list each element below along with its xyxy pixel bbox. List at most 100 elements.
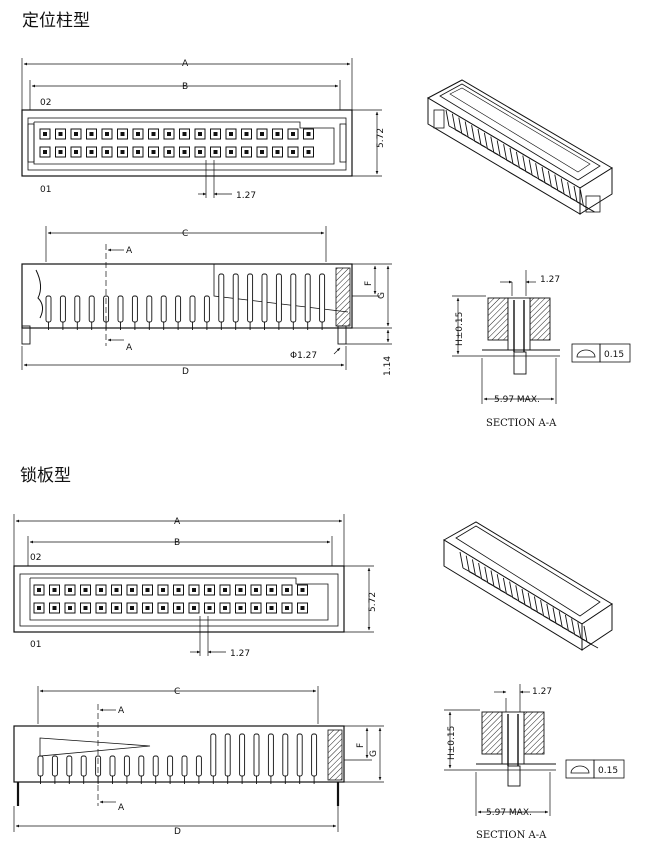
height-dim-label: 5.72 bbox=[376, 128, 386, 148]
iso-contact bbox=[471, 125, 476, 142]
side-contact bbox=[282, 733, 289, 777]
side-contact bbox=[319, 273, 326, 323]
iso-contact bbox=[583, 625, 588, 643]
section-pitch-label: 1.27 bbox=[540, 275, 560, 285]
iso-contact bbox=[445, 109, 450, 127]
post-type-top-view: A B 02 01 5.72 1.27 bbox=[21, 58, 386, 201]
pin-02-label: 02 bbox=[40, 98, 51, 108]
contact-pin-core bbox=[58, 150, 63, 154]
side-contact bbox=[239, 733, 246, 777]
pitch-dim-label: 1.27 bbox=[230, 649, 250, 659]
iso-contact bbox=[573, 185, 578, 203]
iso-contact bbox=[502, 577, 507, 594]
side-contact bbox=[175, 295, 182, 323]
side-contact bbox=[146, 295, 153, 323]
contact-pin-core bbox=[105, 132, 109, 136]
iso-contact bbox=[464, 121, 469, 138]
iso-contact bbox=[477, 128, 482, 146]
contact-pin-core bbox=[244, 132, 249, 136]
housing-outline bbox=[13, 565, 345, 633]
pin-01-label: 01 bbox=[30, 640, 41, 650]
contact-pin-grid bbox=[39, 128, 314, 158]
contact-pin-core bbox=[285, 588, 289, 592]
section-width-label: 5.97 MAX. bbox=[494, 395, 540, 405]
cut-a-bottom-label: A bbox=[126, 343, 133, 353]
contact-pin-core bbox=[145, 588, 150, 592]
contact-pin-core bbox=[68, 606, 72, 610]
lock-type-iso-view bbox=[443, 521, 613, 651]
contact-pin-core bbox=[182, 132, 187, 136]
side-contact bbox=[210, 733, 217, 777]
housing-side-outline bbox=[21, 263, 353, 329]
iso-contact bbox=[515, 585, 520, 602]
section-width-label: 5.97 MAX. bbox=[486, 808, 532, 818]
contact-pin-core bbox=[161, 606, 165, 610]
side-contact bbox=[253, 733, 260, 777]
side-contact bbox=[152, 755, 159, 777]
iso-contact bbox=[509, 581, 514, 598]
contact-pin-core bbox=[198, 150, 202, 154]
section-pitch-label: 1.27 bbox=[532, 687, 552, 697]
side-contact bbox=[131, 295, 138, 323]
iso-contact bbox=[509, 147, 514, 165]
locating-post-left bbox=[21, 325, 31, 345]
contact-pin-core bbox=[306, 132, 311, 136]
locating-post-right bbox=[337, 325, 347, 345]
side-contact bbox=[189, 295, 196, 323]
contact-pin-core bbox=[213, 150, 218, 154]
contact-pin-core bbox=[161, 588, 165, 592]
contact-pin-core bbox=[136, 150, 140, 154]
side-contact bbox=[181, 755, 188, 777]
dim-a-label: A bbox=[174, 517, 181, 527]
dim-b-label: B bbox=[174, 538, 180, 548]
contact-pin-core bbox=[120, 132, 125, 136]
pin-01-label: 01 bbox=[40, 185, 51, 195]
section-height-label: H±0.15 bbox=[455, 312, 465, 346]
iso-contact bbox=[547, 170, 552, 187]
contact-pin-core bbox=[130, 606, 134, 610]
side-contact bbox=[261, 273, 268, 323]
contact-pin-core bbox=[89, 132, 94, 136]
contact-pin-core bbox=[167, 150, 171, 154]
dim-b-label: B bbox=[182, 82, 188, 92]
iso-contact bbox=[451, 113, 456, 130]
contact-pin-core bbox=[43, 132, 47, 136]
side-contact bbox=[247, 273, 254, 323]
side-contact bbox=[311, 733, 318, 777]
contact-pin-core bbox=[207, 606, 212, 610]
post-type-section-view: 1.27 H±0.15 5.97 MAX. 0.15 SECTION A-A bbox=[452, 270, 631, 429]
housing-side-outline bbox=[13, 725, 345, 783]
side-contact bbox=[74, 295, 81, 323]
side-contact bbox=[59, 295, 66, 323]
post-length-label: 1.14 bbox=[383, 356, 393, 376]
post-diameter-label: Φ1.27 bbox=[290, 351, 317, 361]
iso-contact bbox=[458, 117, 463, 134]
section-title-post-type: 定位柱型 bbox=[22, 11, 90, 31]
iso-contact bbox=[540, 600, 545, 617]
iso-contact bbox=[558, 611, 563, 628]
iso-contact bbox=[571, 618, 576, 635]
contact-pin-core bbox=[192, 588, 196, 592]
contact-pin-core bbox=[229, 132, 233, 136]
contact-pin-core bbox=[176, 588, 181, 592]
iso-contact bbox=[521, 588, 526, 606]
contact-pin-core bbox=[285, 606, 289, 610]
contact-pin-core bbox=[83, 606, 88, 610]
post-type-iso-view bbox=[426, 79, 613, 215]
side-contact bbox=[37, 755, 44, 777]
pitch-dim-label: 1.27 bbox=[236, 191, 256, 201]
contact-pin-core bbox=[244, 150, 249, 154]
contact-pin-core bbox=[198, 132, 202, 136]
iso-contact bbox=[567, 182, 572, 199]
contact-pin-core bbox=[223, 606, 227, 610]
iso-contact bbox=[554, 174, 559, 191]
iso-contact bbox=[533, 596, 538, 613]
side-contact bbox=[88, 295, 95, 323]
iso-contact-tail bbox=[586, 641, 599, 649]
iso-contact bbox=[541, 166, 546, 184]
iso-contact bbox=[552, 607, 557, 624]
side-contact bbox=[232, 273, 239, 323]
contact-pin-core bbox=[269, 588, 274, 592]
contact-pin-core bbox=[192, 606, 196, 610]
flatness-value-label: 0.15 bbox=[604, 350, 624, 360]
